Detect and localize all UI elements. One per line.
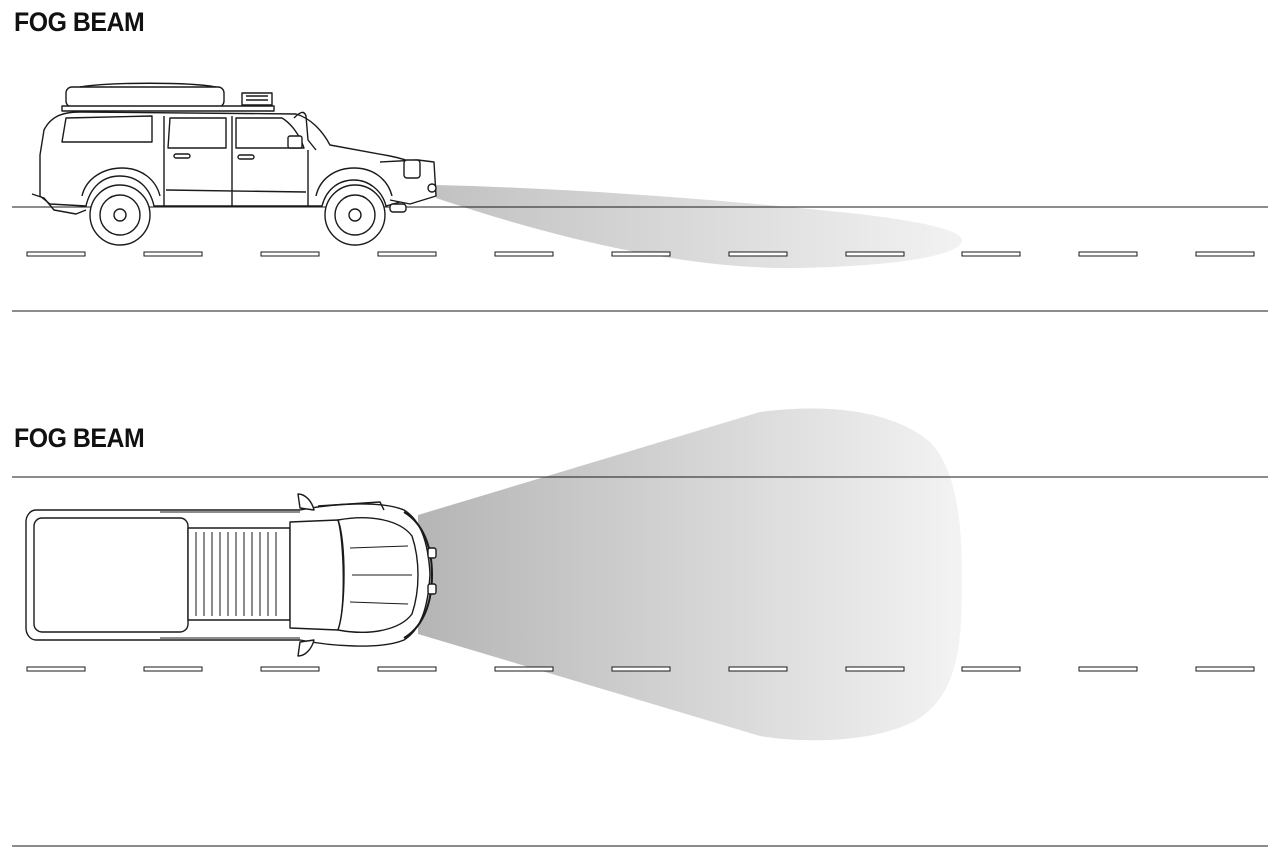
roof-box: [65, 86, 225, 108]
side-view-title: FOG BEAM: [14, 7, 145, 37]
canopy-top: [33, 517, 189, 633]
top-view-title: FOG BEAM: [14, 423, 145, 453]
top-view-truck: [25, 493, 437, 657]
side-lane-dashes: [26, 251, 1255, 257]
top-fog-beam: [418, 408, 962, 741]
roof-rack: [61, 105, 275, 112]
top-lane-dashes: [26, 666, 1255, 672]
mirror-right: [297, 639, 315, 657]
side-wheels: [89, 184, 386, 246]
top-view-panel: [12, 408, 1268, 847]
mirror-left: [297, 493, 315, 511]
side-fog-beam: [436, 185, 962, 269]
tray-ribs: [195, 532, 277, 616]
bull-bar-top: [403, 511, 433, 639]
side-view-truck: [31, 82, 437, 215]
side-view-panel: [12, 82, 1268, 312]
roof-vent: [241, 92, 273, 106]
tray-top: [187, 527, 291, 621]
cab-roof-top: [289, 519, 344, 631]
